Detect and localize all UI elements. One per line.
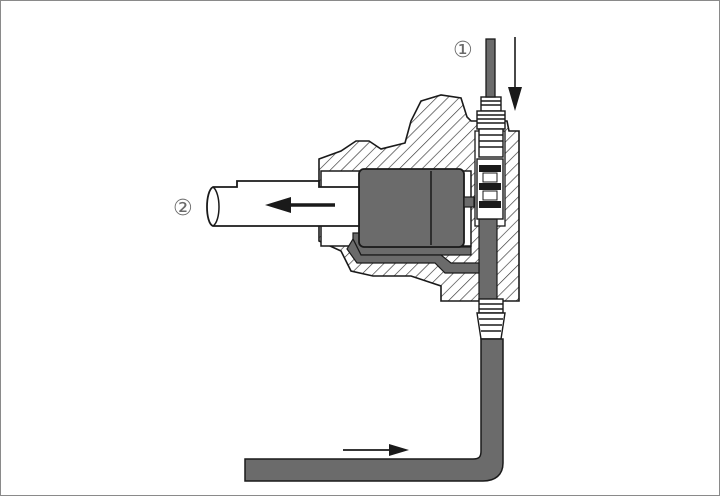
inlet-pipe: [485, 38, 496, 98]
check-valve-stack: [476, 158, 504, 220]
arrow-right-icon: [343, 444, 409, 456]
arrow-left-icon: [265, 197, 335, 213]
piston: [358, 168, 475, 248]
inlet-callout: ①: [453, 38, 473, 63]
return-pipe: [244, 338, 504, 482]
inlet-fitting: [476, 96, 506, 158]
outlet-callout: ②: [173, 196, 193, 221]
arrow-down-icon: [508, 37, 522, 111]
rod-end-curve: [212, 186, 220, 227]
outlet-fitting: [476, 298, 506, 340]
